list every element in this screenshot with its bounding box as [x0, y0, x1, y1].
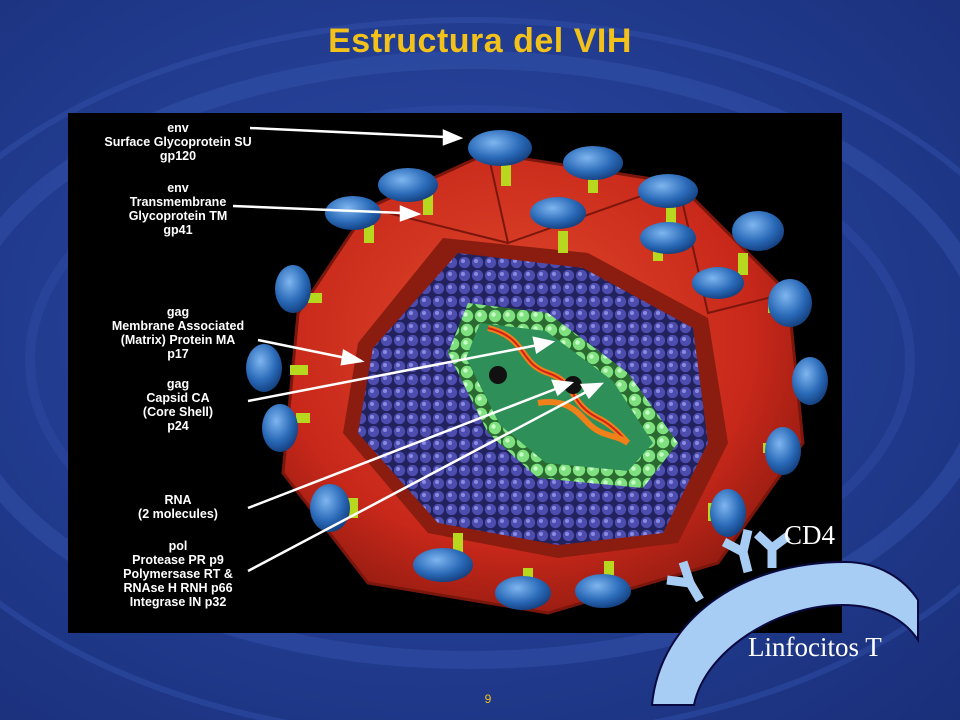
cd4-receptor — [753, 530, 791, 568]
pointer-arrows — [232, 126, 605, 573]
gp120-spikes — [246, 130, 828, 610]
label-p24: gag Capsid CA (Core Shell) p24 — [78, 377, 278, 433]
label-line: env — [167, 181, 189, 195]
label-line: Membrane Associated — [111, 319, 245, 333]
label-line: Integrase IN p32 — [129, 595, 227, 609]
label-line: (Matrix) Protein MA — [120, 333, 236, 347]
label-p17: gag Membrane Associated (Matrix) Protein… — [78, 305, 278, 361]
cd4-receptor — [666, 560, 704, 603]
enzyme-sphere — [564, 376, 582, 394]
label-line: RNAse H RNH p66 — [123, 581, 233, 595]
label-line: Protease PR p9 — [132, 553, 224, 567]
label-line: gag — [166, 305, 190, 319]
t-lymphocyte-cell — [650, 560, 919, 706]
label-gp41: env Transmembrane Glycoprotein TM gp41 — [78, 181, 278, 237]
label-pol: pol Protease PR p9 Polymersase RT & RNAs… — [78, 539, 278, 609]
slide-title: Estructura del VIH — [328, 22, 632, 60]
enzyme-sphere — [489, 366, 507, 384]
cd4-label: CD4 — [784, 520, 836, 550]
label-line: Transmembrane — [129, 195, 227, 209]
label-gp120: env Surface Glycoprotein SU gp120 — [78, 121, 278, 163]
rna-strand — [537, 399, 630, 446]
label-line: RNA — [164, 493, 192, 507]
hiv-virion-illustration — [232, 126, 828, 615]
label-line: pol — [168, 539, 188, 553]
hiv-diagram-panel: env Surface Glycoprotein SU gp120 env Tr… — [68, 113, 842, 633]
label-line: (2 molecules) — [138, 507, 218, 521]
label-rna: RNA (2 molecules) — [78, 493, 278, 521]
label-line: Surface Glycoprotein SU — [104, 135, 252, 149]
label-line: gag — [166, 377, 190, 391]
label-line: env — [167, 121, 189, 135]
label-line: Polymersase RT & — [123, 567, 233, 581]
label-line: gp120 — [159, 149, 197, 163]
cd4-receptor — [721, 529, 753, 574]
t-lymphocyte-label: Linfocitos T — [748, 632, 882, 662]
label-line: Capsid CA — [146, 391, 210, 405]
label-line: p17 — [167, 347, 189, 361]
label-line: (Core Shell) — [142, 405, 214, 419]
page-number: 9 — [484, 692, 492, 706]
label-line: Glycoprotein TM — [128, 209, 228, 223]
label-line: gp41 — [163, 223, 193, 237]
label-line: p24 — [167, 419, 189, 433]
